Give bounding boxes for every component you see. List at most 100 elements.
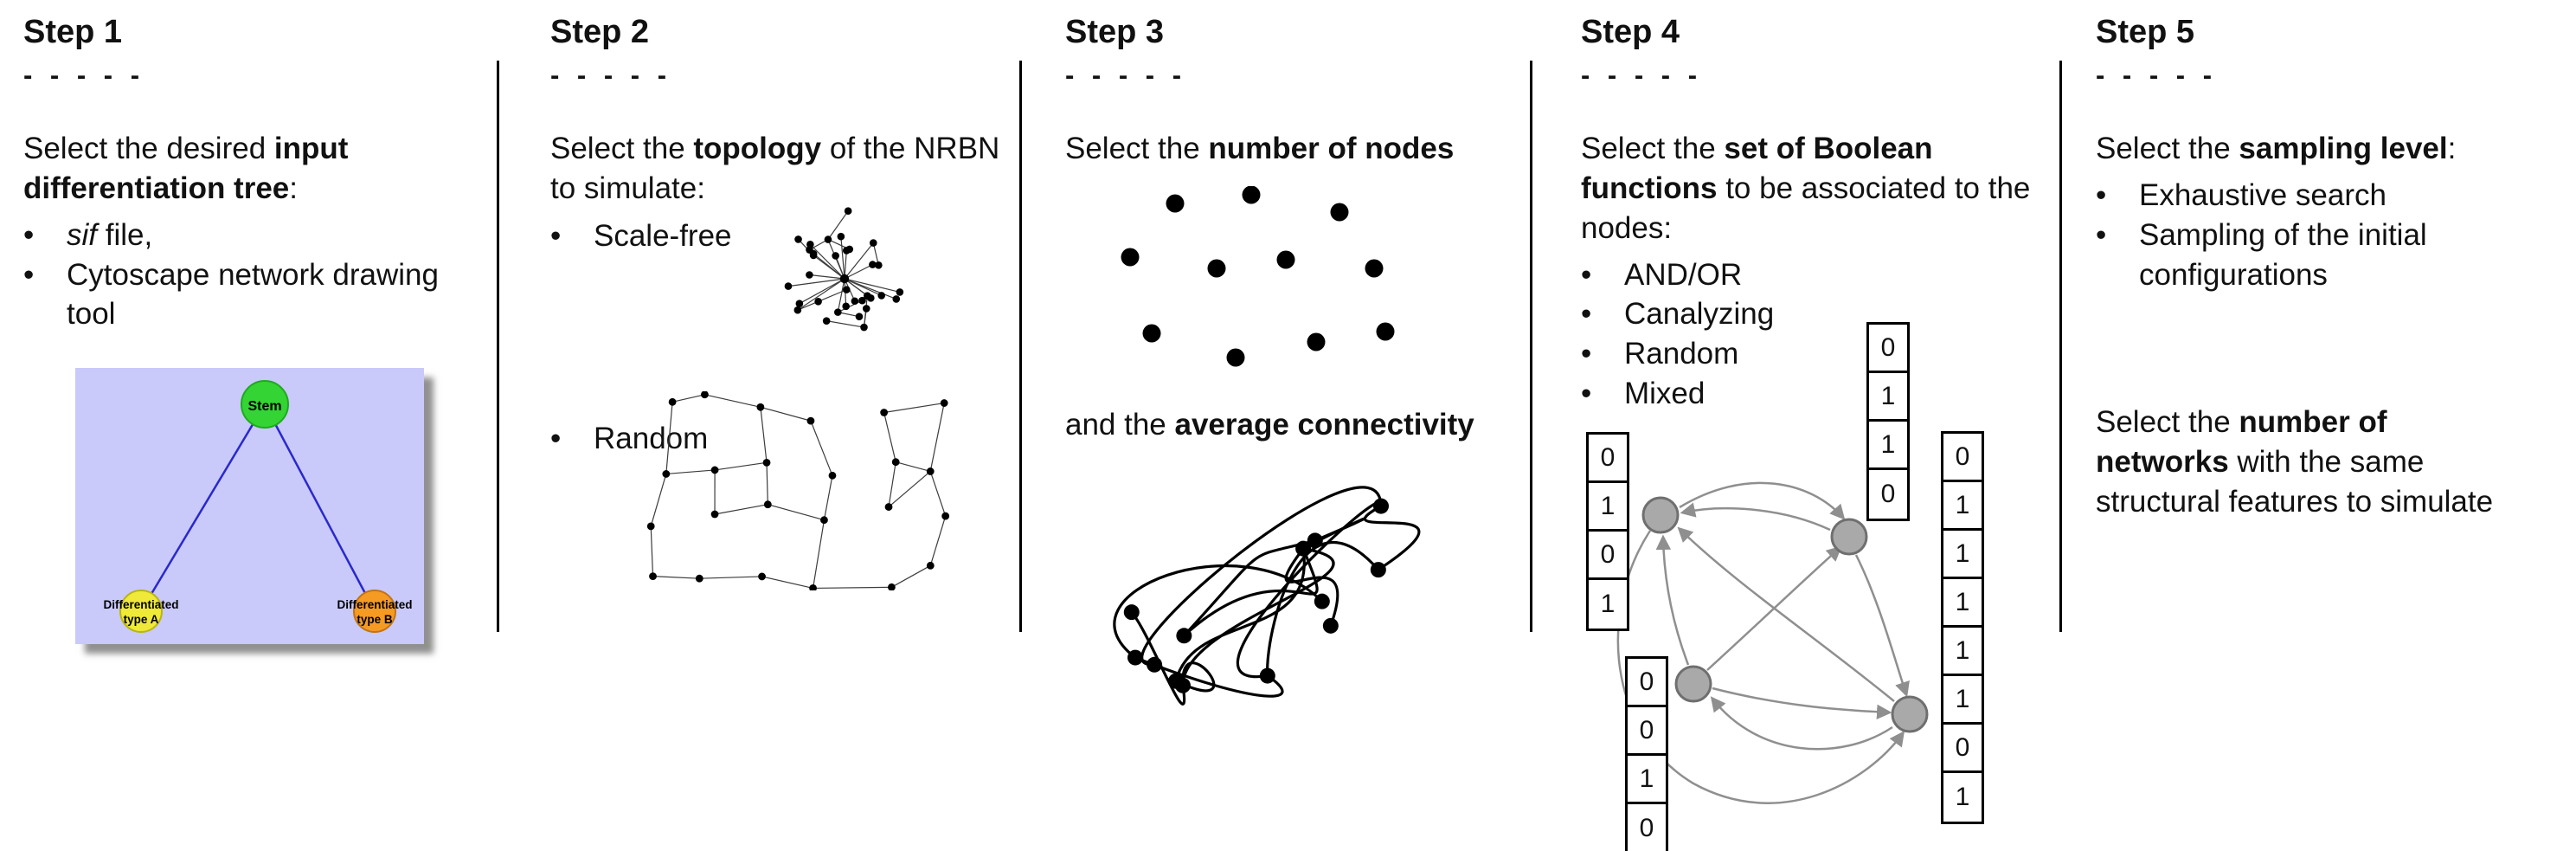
node-dot — [1166, 194, 1185, 213]
network-node — [828, 471, 837, 480]
node-dot — [1295, 540, 1312, 557]
text-run-bold: set of Boolean functions — [1581, 132, 1933, 205]
network-edge — [812, 519, 825, 589]
bullet-text: Cytoscape network drawing tool — [67, 257, 439, 332]
network-node — [869, 239, 877, 247]
step1-title: Step 1 — [23, 14, 123, 50]
bullet-marker: • — [1581, 377, 1592, 411]
network-edge — [827, 210, 849, 240]
network-edge — [883, 402, 945, 414]
network-edge — [768, 504, 825, 521]
step2-title: Step 2 — [550, 14, 650, 50]
network-node — [701, 391, 709, 399]
type-a-node-circle — [119, 590, 163, 633]
network-edge — [714, 504, 768, 515]
node-dot — [1370, 562, 1386, 578]
step3-title: Step 3 — [1065, 14, 1165, 50]
network-edge — [650, 525, 654, 577]
network-edge — [929, 403, 945, 472]
type-b-node-label-line2: type B — [357, 613, 393, 626]
bullet-text: sif file, — [67, 216, 491, 255]
differentiation-tree-svg: Stem Differentiated type A Differentiate… — [75, 368, 424, 644]
boolean-node-1 — [1641, 496, 1680, 534]
bullet-text: Random — [1624, 337, 1739, 371]
bullet-text: Canalyzing — [1624, 297, 1775, 332]
text-run-bold: number of networks — [2096, 405, 2387, 479]
network-edge — [715, 461, 768, 471]
bullet-mixed: •Mixed — [1581, 374, 2048, 414]
column-divider — [1530, 61, 1532, 632]
network-edge — [896, 461, 931, 473]
scale-free-network-graphic — [784, 207, 904, 332]
network-node — [824, 235, 832, 243]
type-b-node-label-line1: Differentiated — [337, 598, 412, 611]
truth-table-cell: 1 — [1943, 531, 1982, 579]
network-node — [858, 296, 866, 305]
node-dot — [1372, 498, 1389, 514]
truth-table-cell: 0 — [1628, 804, 1666, 851]
step1-intro: Select the desired input differentiation… — [23, 129, 491, 209]
network-edge — [840, 236, 845, 280]
network-edge — [837, 278, 845, 313]
step2-column: Step 2 - - - - - Select the topology of … — [550, 0, 1004, 590]
network-node — [892, 295, 901, 303]
network-edge — [665, 402, 673, 474]
bullet-marker: • — [2096, 217, 2107, 252]
step3-dashes: - - - - - — [1065, 60, 1187, 90]
network-edge — [844, 242, 874, 280]
node-dot — [1314, 593, 1330, 609]
node-dot — [1121, 248, 1140, 267]
bullet-random-fn: •Random — [1581, 334, 2048, 374]
node-dot — [1376, 322, 1395, 341]
column-divider — [2059, 61, 2062, 632]
network-node — [941, 512, 950, 520]
text-run-bold: sampling level — [2239, 132, 2448, 165]
text-run: Select the desired — [23, 132, 274, 165]
truth-table-bottom-left: 0 0 1 0 — [1625, 656, 1668, 851]
network-node — [820, 516, 828, 525]
network-edge — [766, 462, 768, 505]
step4-title: Step 4 — [1581, 14, 1680, 50]
network-node — [822, 317, 831, 325]
text-run: with the same — [2228, 444, 2425, 479]
network-edge — [650, 474, 667, 527]
network-node — [860, 323, 868, 332]
text-run: : — [289, 171, 298, 205]
node-dot — [1259, 667, 1275, 684]
network-node — [867, 294, 875, 302]
truth-table-cell: 0 — [1628, 707, 1666, 756]
network-node — [880, 409, 889, 416]
truth-table-left: 0 1 0 1 — [1586, 432, 1629, 631]
truth-table-cell: 1 — [1943, 676, 1982, 725]
truth-table-cell: 0 — [1589, 532, 1627, 580]
node-dot — [1365, 259, 1384, 278]
step5-dashes: - - - - - — [2096, 60, 2218, 90]
text-run: Select the — [2096, 132, 2239, 165]
network-node — [806, 271, 813, 279]
network-node — [832, 252, 839, 260]
node-dot — [1147, 656, 1163, 673]
network-node — [843, 247, 851, 255]
network-arrow — [1655, 534, 1690, 666]
step3-intro: Select the number of nodes — [1065, 129, 1524, 169]
network-edge — [665, 469, 716, 475]
network-edge — [929, 471, 947, 517]
network-edge — [844, 264, 873, 280]
step2-intro: Select the topology of the NRBN to simul… — [550, 129, 1004, 209]
text-run-italic: sif — [67, 217, 97, 252]
tree-edge-right — [263, 403, 376, 612]
text-run-bold: average connectivity — [1174, 408, 1474, 442]
text-run-bold: networks — [2096, 444, 2229, 479]
stem-node-label: Stem — [247, 399, 281, 414]
truth-table-cell: 1 — [1589, 483, 1627, 532]
bullet-marker: • — [1581, 297, 1592, 332]
node-dot — [1123, 604, 1140, 621]
step4-intro: Select the set of Boolean functions to b… — [1581, 129, 2031, 248]
tree-edge-left — [139, 403, 267, 612]
text-run-bold: number of — [2239, 405, 2387, 439]
random-network-graphic — [646, 391, 950, 590]
network-edge — [799, 278, 845, 305]
text-run-bold: topology — [693, 132, 822, 165]
